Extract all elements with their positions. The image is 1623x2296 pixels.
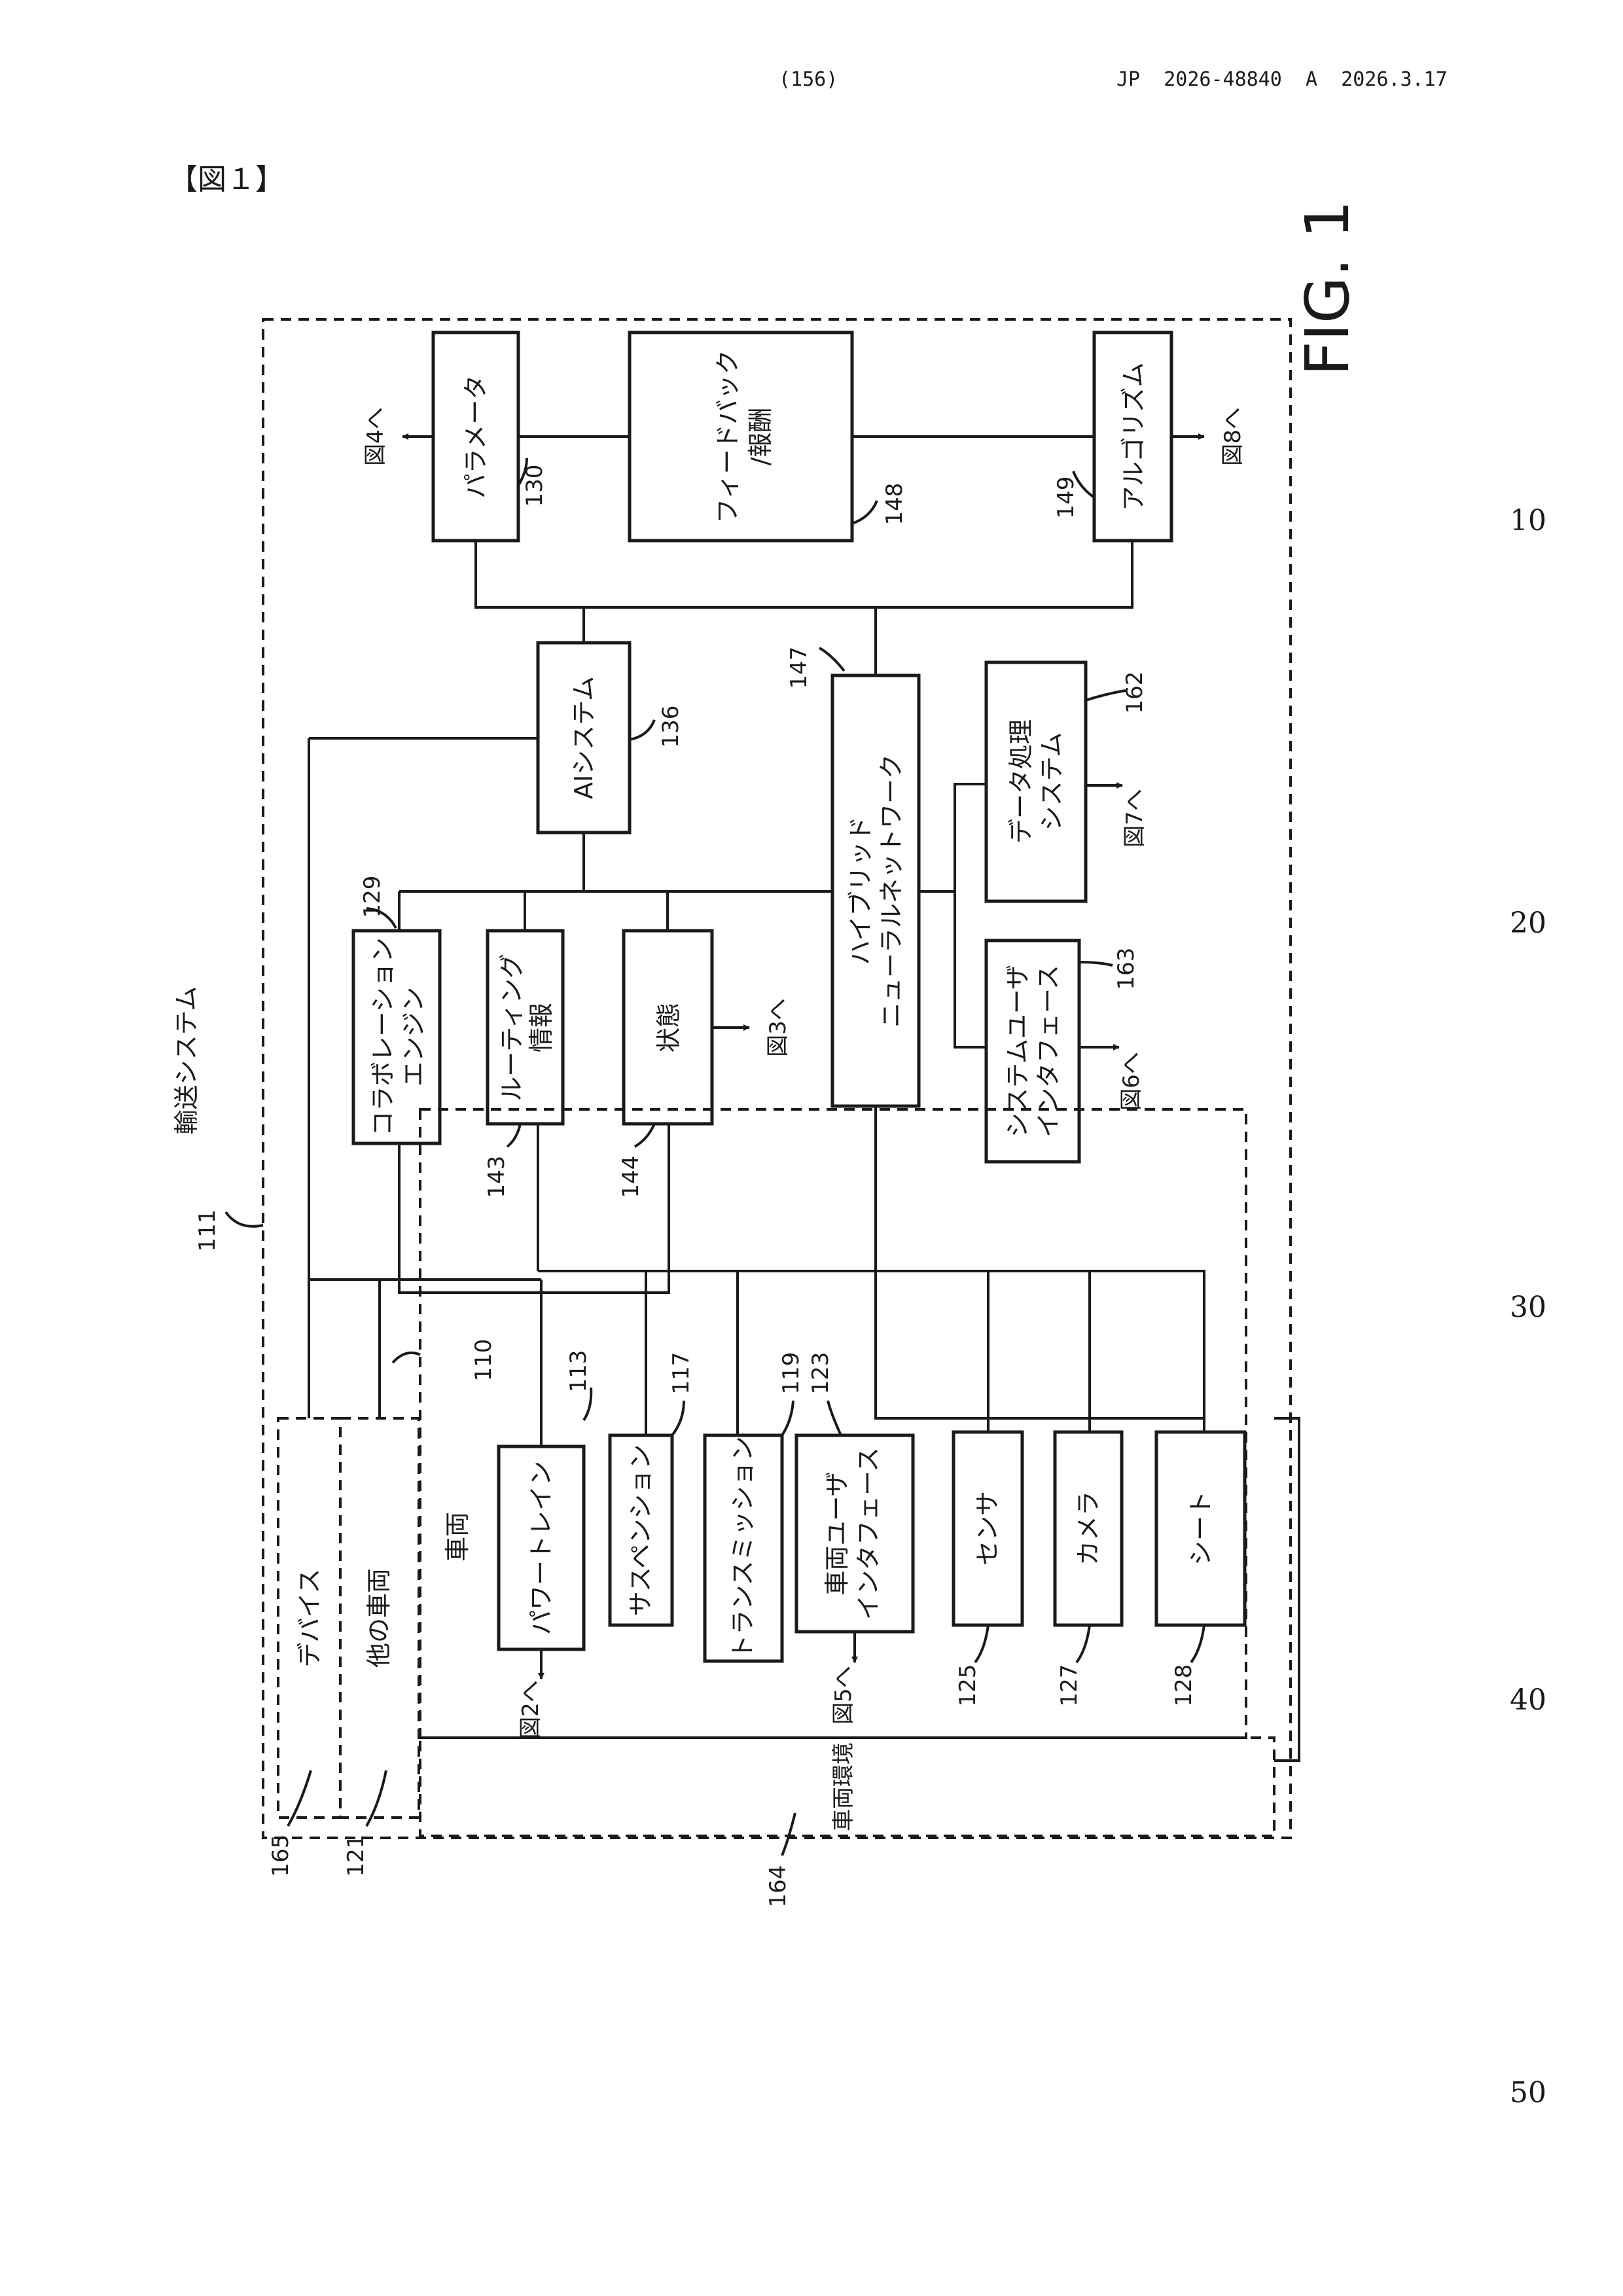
to-fig2: 図2へ: [518, 1680, 544, 1739]
vehicle-ui-line2: インタフェース: [854, 1447, 883, 1620]
ref-144: 144: [618, 1156, 644, 1198]
to-fig6: 図6へ: [1118, 1052, 1145, 1111]
vehicle-ui-line1: 車両ユーザ: [823, 1471, 851, 1595]
ref-162: 162: [1122, 672, 1148, 714]
environment-label: 車両環境: [830, 1742, 857, 1831]
to-fig7: 図7へ: [1122, 789, 1148, 848]
state-label: 状態: [654, 1003, 683, 1052]
device-label: デバイス: [295, 1569, 324, 1668]
other-vehicle-label: 他の車両: [365, 1568, 393, 1668]
to-fig5: 図5へ: [830, 1666, 857, 1725]
feedback-line2: /報酬: [746, 408, 775, 466]
transport-system-label: 輸送システム: [172, 986, 201, 1135]
collaboration-line2: エンジン: [399, 987, 428, 1086]
system-ui-line2: インタフェース: [1034, 965, 1063, 1138]
data-processing-box: [986, 662, 1086, 901]
ref-111: 111: [194, 1210, 221, 1252]
ref-163: 163: [1113, 948, 1139, 990]
routing-line1: ルーティング: [497, 954, 526, 1102]
ref-130: 130: [522, 465, 548, 507]
ref-165: 165: [268, 1835, 294, 1877]
vehicle-frame: [420, 1109, 1246, 1738]
ref-136: 136: [658, 706, 684, 748]
ref-129: 129: [359, 876, 385, 918]
powertrain-label: パワートレイン: [527, 1461, 556, 1635]
to-fig3: 図3へ: [765, 998, 791, 1057]
ai-system-label: AIシステム: [569, 676, 598, 799]
parameters-label: パラメータ: [461, 375, 490, 499]
ref-143: 143: [484, 1156, 510, 1198]
system-ui-box: [986, 941, 1079, 1162]
vehicle-label: 車両: [443, 1512, 472, 1562]
ref-117: 117: [668, 1352, 694, 1395]
seat-label: シート: [1186, 1491, 1215, 1566]
fig-title: FIG. 1: [1293, 200, 1363, 376]
ref-125: 125: [955, 1664, 981, 1707]
ref-149: 149: [1053, 476, 1079, 519]
ref-127: 127: [1056, 1664, 1082, 1707]
ref-128: 128: [1171, 1664, 1197, 1707]
ref-147: 147: [786, 647, 812, 689]
to-fig8: 図8へ: [1220, 407, 1246, 466]
ref-119: 119: [778, 1352, 804, 1395]
to-fig4: 図4へ: [363, 407, 389, 466]
suspension-label: サスペンション: [626, 1444, 655, 1617]
algorithm-label: アルゴリズム: [1119, 363, 1148, 511]
hybrid-nn-box: [832, 675, 919, 1106]
hybrid-nn-line1: ハイブリッド: [846, 816, 875, 965]
sensor-label: センサ: [973, 1491, 1002, 1566]
ref-121: 121: [343, 1835, 369, 1877]
ref-148: 148: [882, 483, 908, 526]
data-processing-line2: システム: [1037, 732, 1066, 831]
camera-label: カメラ: [1074, 1491, 1103, 1566]
routing-line2: 情報: [527, 1003, 556, 1052]
ref-110: 110: [471, 1339, 497, 1382]
feedback-line1: フィードバック: [713, 350, 742, 523]
data-processing-line1: データ処理: [1007, 719, 1035, 844]
system-ui-line1: システムユーザ: [1003, 965, 1032, 1138]
hybrid-nn-line2: ニューラルネットワーク: [877, 754, 906, 1028]
ref-123: 123: [808, 1352, 834, 1395]
collaboration-line1: コラボレーション: [368, 937, 397, 1136]
transmission-label: トランスミッション: [728, 1436, 757, 1659]
ref-113: 113: [565, 1350, 592, 1393]
ref-164: 164: [765, 1865, 791, 1908]
